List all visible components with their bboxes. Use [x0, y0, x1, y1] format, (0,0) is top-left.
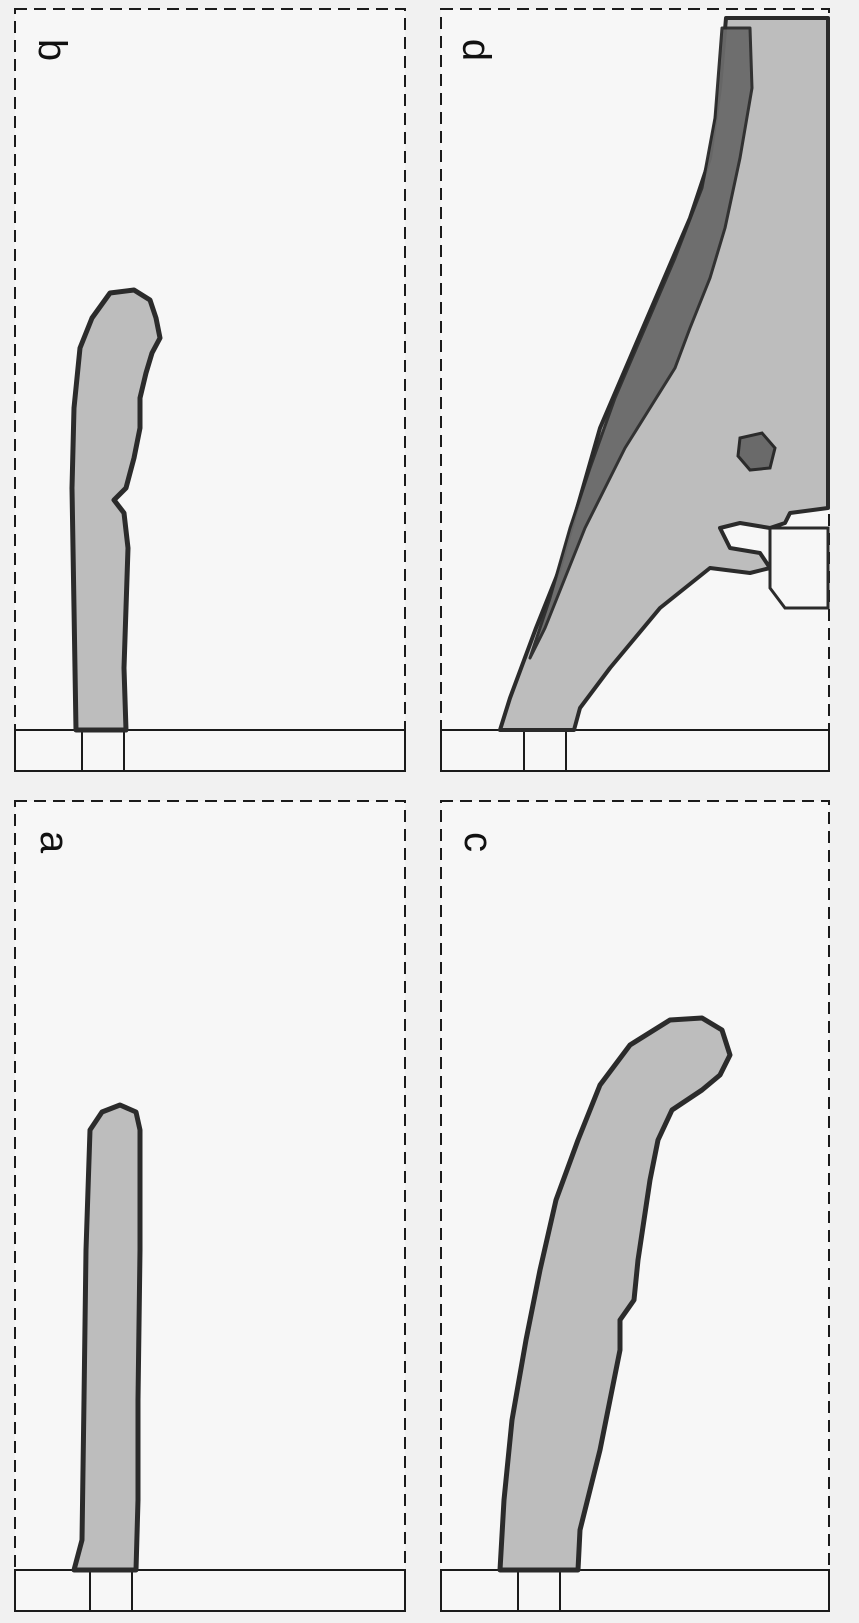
- panel-a-label: a: [34, 822, 74, 862]
- panel-a-graphic: [14, 800, 406, 1612]
- panel-b: b: [14, 8, 406, 772]
- panel-d: d: [440, 8, 830, 772]
- panel-b-graphic: [14, 8, 406, 772]
- panel-c-graphic: [440, 800, 830, 1612]
- panel-b-label: b: [32, 30, 72, 70]
- panel-c-inlet-strip: [441, 1570, 829, 1611]
- panel-d-notch: [770, 528, 828, 608]
- panel-a: a: [14, 800, 406, 1612]
- panel-a-frame: [15, 801, 405, 1611]
- panel-c: c: [440, 800, 830, 1612]
- panel-d-inlet-strip: [441, 730, 829, 771]
- panel-a-inlet-strip: [15, 1570, 405, 1611]
- panel-d-graphic: [440, 8, 830, 772]
- panel-d-label: d: [456, 30, 496, 70]
- panel-c-label: c: [458, 822, 498, 862]
- panel-b-inlet-strip: [15, 730, 405, 771]
